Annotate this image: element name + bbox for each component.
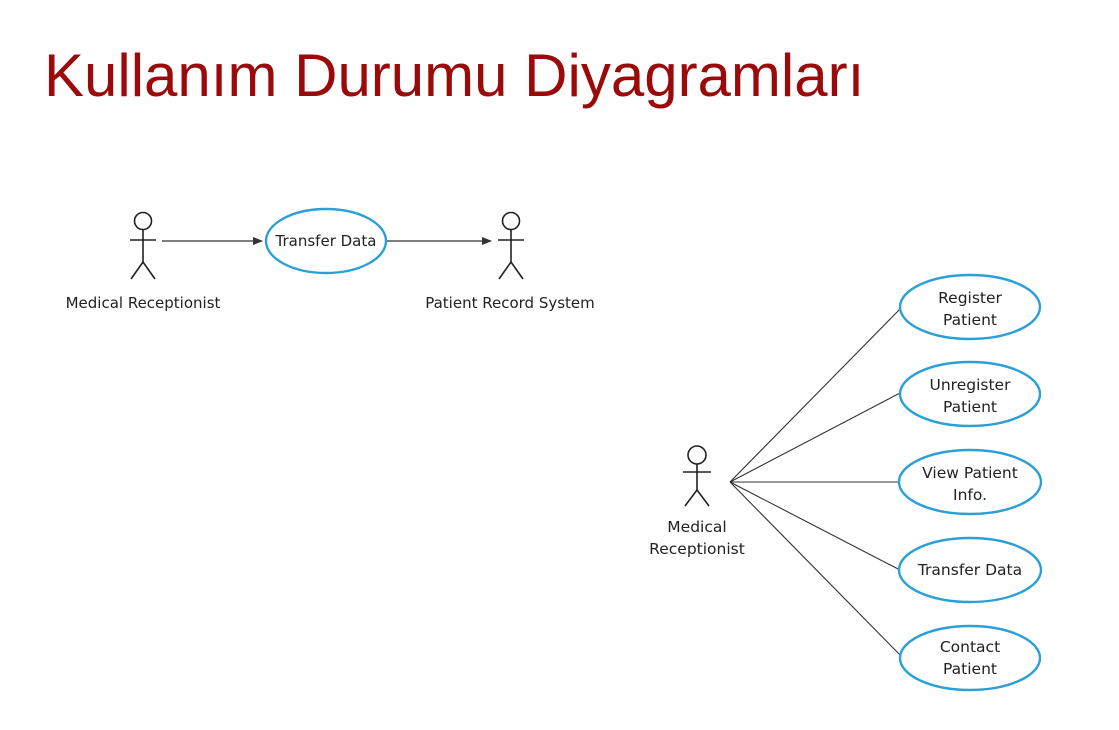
use-case-label: View Patient — [922, 464, 1018, 482]
use-case-label: Unregister — [930, 376, 1012, 394]
association-line — [729, 481, 904, 659]
diagram-medical-receptionist: Medical Receptionist Register Patient Un… — [649, 273, 1043, 692]
use-case-label: Patient — [943, 311, 997, 329]
use-case-label: Transfer Data — [917, 561, 1022, 579]
use-case-label: Patient — [943, 660, 997, 678]
diagram-transfer-data: Medical Receptionist Transfer Data Patie… — [66, 207, 595, 312]
association-line — [729, 306, 903, 483]
use-case-transfer-data-2 — [897, 536, 1043, 604]
association-lines — [729, 306, 904, 659]
association-line — [729, 481, 901, 571]
use-case-label: Info. — [953, 486, 987, 504]
use-case-label: Contact — [940, 638, 1000, 656]
use-case-transfer-data — [264, 207, 388, 275]
use-case-register-patient — [898, 273, 1042, 341]
actor-label-line1: Medical — [667, 518, 726, 536]
actor-label-line2: Receptionist — [649, 540, 745, 558]
actor-label-medical-receptionist: Medical Receptionist — [66, 294, 221, 312]
use-case-label: Register — [938, 289, 1002, 307]
actor-patient-record-system — [498, 211, 524, 280]
page-title: Kullanım Durumu Diyagramları — [44, 42, 865, 109]
association-line — [729, 392, 901, 483]
use-case-unregister-patient — [898, 360, 1042, 428]
actor-medical-receptionist — [130, 211, 156, 280]
use-case-contact-patient — [898, 624, 1042, 692]
actor-medical-receptionist-2 — [683, 445, 711, 507]
use-case-view-patient-info — [897, 448, 1043, 516]
actor-label-patient-record-system: Patient Record System — [425, 294, 595, 312]
use-case-label: Patient — [943, 398, 997, 416]
use-case-label: Transfer Data — [275, 232, 377, 250]
